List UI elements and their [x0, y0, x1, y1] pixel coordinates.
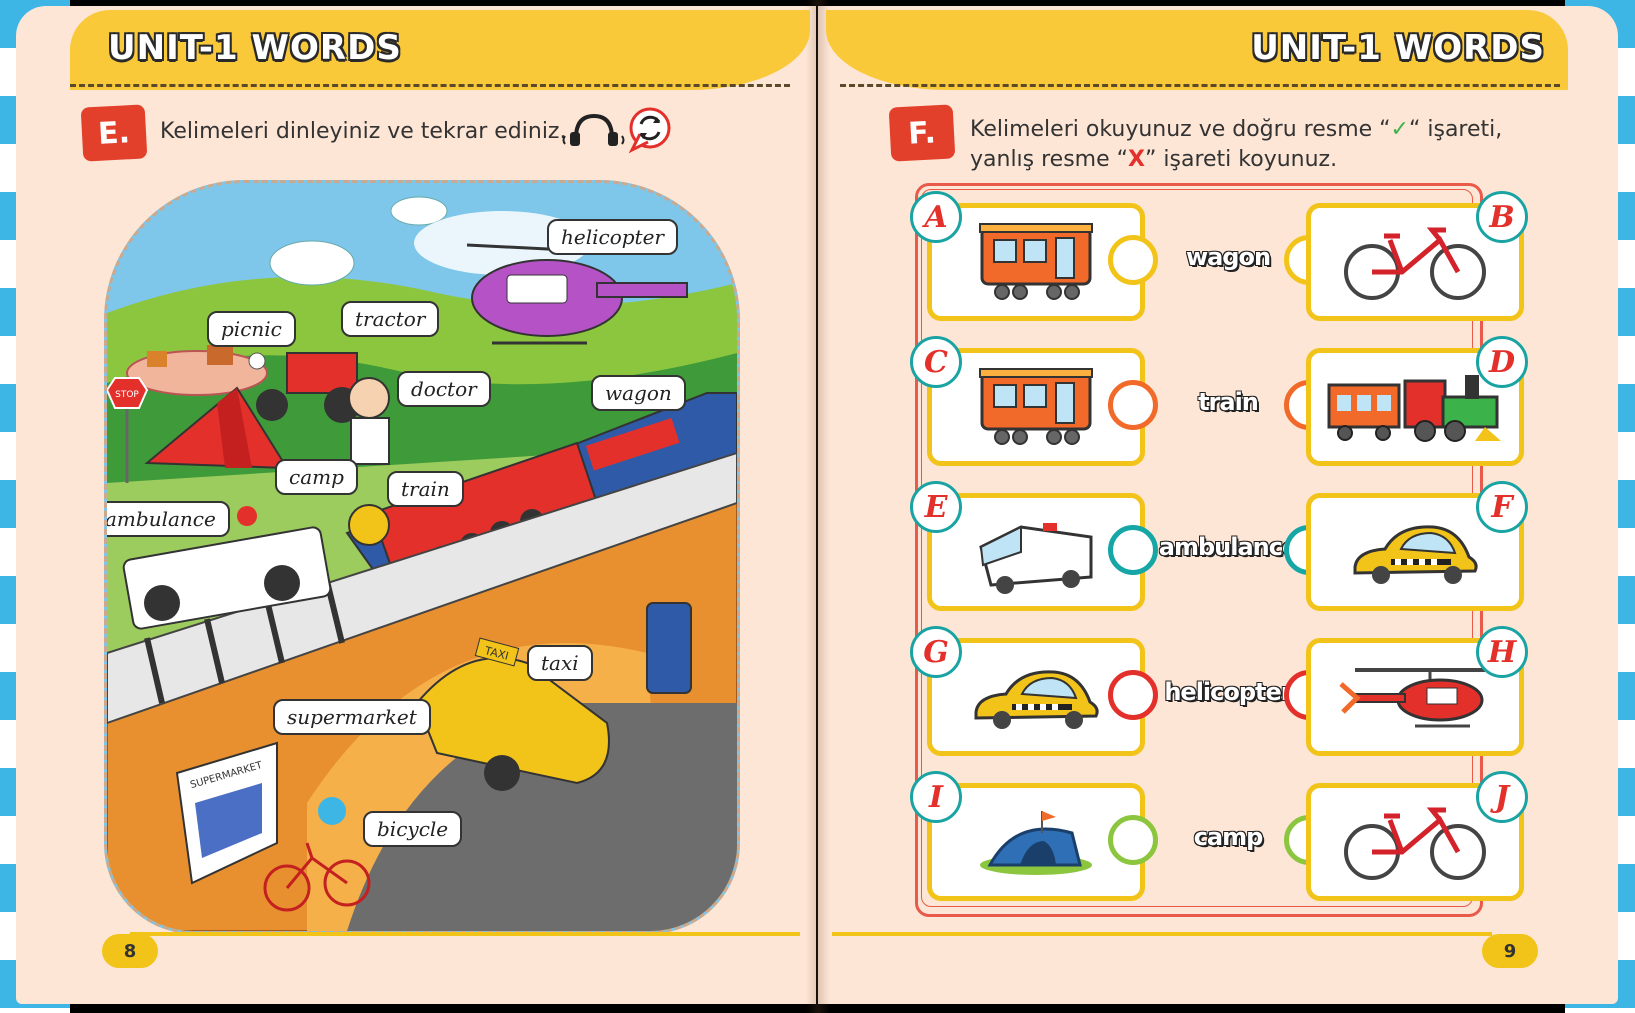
- right-page-number: 9: [1482, 934, 1538, 968]
- bicycle-picture: [1311, 208, 1519, 316]
- label-camp: camp: [275, 459, 358, 495]
- exercise-f-instruction-line2: yanlış resme “X” işareti koyunuz.: [970, 146, 1337, 174]
- exercise-word: train: [1198, 388, 1259, 416]
- right-header-dashline: [840, 84, 1560, 87]
- taxi-illustration: TAXI: [415, 637, 610, 791]
- camp-tent-illustration: [144, 386, 289, 470]
- picture-letter-right: H: [1476, 626, 1528, 678]
- exercise-e-badge: E.: [80, 104, 148, 162]
- label-train: train: [387, 471, 464, 507]
- exercise-e-instruction: Kelimeleri dinleyiniz ve tekrar ediniz.: [160, 119, 567, 144]
- check-mark-icon: ✓: [1390, 117, 1409, 142]
- taxi-picture: [1311, 498, 1519, 606]
- wagon-picture: [932, 353, 1140, 461]
- right-header-banner: [826, 10, 1568, 90]
- picture-letter-right: B: [1476, 191, 1528, 243]
- x-mark-icon: X: [1128, 147, 1146, 172]
- train-picture: [1311, 353, 1519, 461]
- ambulance-picture: [932, 498, 1140, 606]
- headphones-icon[interactable]: [562, 110, 626, 150]
- exercise-word: camp: [1193, 823, 1264, 851]
- taxi-sign-text: TAXI: [482, 644, 510, 663]
- bicycle-illustration: [263, 797, 371, 912]
- picture-card-left[interactable]: [927, 783, 1145, 901]
- exercise-f-instruction-line1: Kelimeleri okuyunuz ve doğru resme “✓“ i…: [970, 116, 1502, 144]
- bicycle-picture: [1311, 788, 1519, 896]
- vocabulary-scene: STOP: [104, 180, 740, 934]
- left-header-banner: [70, 10, 810, 90]
- picture-letter-right: D: [1476, 336, 1528, 388]
- book-gutter: [806, 0, 830, 1013]
- label-picnic: picnic: [207, 311, 296, 347]
- answer-circle-left[interactable]: [1108, 525, 1158, 575]
- left-page-bar: [130, 932, 800, 936]
- exercise-word: ambulance: [1158, 533, 1298, 561]
- stop-sign: STOP: [107, 377, 149, 483]
- label-supermarket: supermarket: [273, 699, 431, 735]
- exercise-f-badge: F.: [888, 104, 956, 162]
- helicopter-illustration: [466, 243, 688, 345]
- picture-letter-left: A: [910, 191, 962, 243]
- left-page-title: UNIT-1 WORDS: [108, 28, 402, 68]
- instruction-text: “ işareti,: [1408, 117, 1503, 142]
- picnic-illustration: [126, 345, 268, 396]
- exercise-word: helicopter: [1164, 678, 1292, 706]
- repeat-icon[interactable]: [628, 106, 676, 154]
- right-page-bar: [832, 932, 1492, 936]
- instruction-text: Kelimeleri okuyunuz ve doğru resme “: [970, 117, 1391, 142]
- tent-picture: [932, 788, 1140, 896]
- exercise-word: wagon: [1185, 243, 1271, 271]
- picture-letter-left: G: [910, 626, 962, 678]
- picture-letter-right: F: [1476, 481, 1528, 533]
- doctor-illustration: [348, 377, 390, 465]
- answer-circle-left[interactable]: [1108, 380, 1158, 430]
- picture-card-left[interactable]: [927, 638, 1145, 756]
- label-helicopter: helicopter: [547, 219, 678, 255]
- answer-circle-left[interactable]: [1108, 235, 1158, 285]
- picture-card-left[interactable]: [927, 203, 1145, 321]
- answer-circle-left[interactable]: [1108, 815, 1158, 865]
- label-bicycle: bicycle: [363, 811, 463, 847]
- left-header-dashline: [70, 84, 790, 87]
- left-page-number: 8: [102, 934, 158, 968]
- stop-sign-text: STOP: [115, 390, 139, 400]
- taxi-picture: [932, 643, 1140, 751]
- label-taxi: taxi: [527, 645, 593, 681]
- label-tractor: tractor: [341, 301, 440, 337]
- right-page-title: UNIT-1 WORDS: [1251, 28, 1545, 68]
- answer-circle-left[interactable]: [1108, 670, 1158, 720]
- picture-letter-right: J: [1476, 771, 1528, 823]
- picture-letter-left: E: [910, 481, 962, 533]
- picture-letter-left: I: [910, 771, 962, 823]
- picture-letter-left: C: [910, 336, 962, 388]
- instruction-text: ” işareti koyunuz.: [1145, 147, 1338, 172]
- ambulance-illustration: [122, 506, 332, 630]
- mailbox-illustration: [646, 602, 692, 694]
- instruction-text: yanlış resme “: [970, 147, 1129, 172]
- label-ambulance: ambulance: [107, 501, 230, 537]
- picture-card-right[interactable]: [1306, 348, 1524, 466]
- wagon-picture: [932, 208, 1140, 316]
- picture-card-right[interactable]: [1306, 783, 1524, 901]
- supermarket-illustration: SUPERMARKET: [175, 741, 278, 885]
- label-doctor: doctor: [397, 371, 491, 407]
- helicopter-picture: [1311, 643, 1519, 751]
- label-wagon: wagon: [591, 375, 686, 411]
